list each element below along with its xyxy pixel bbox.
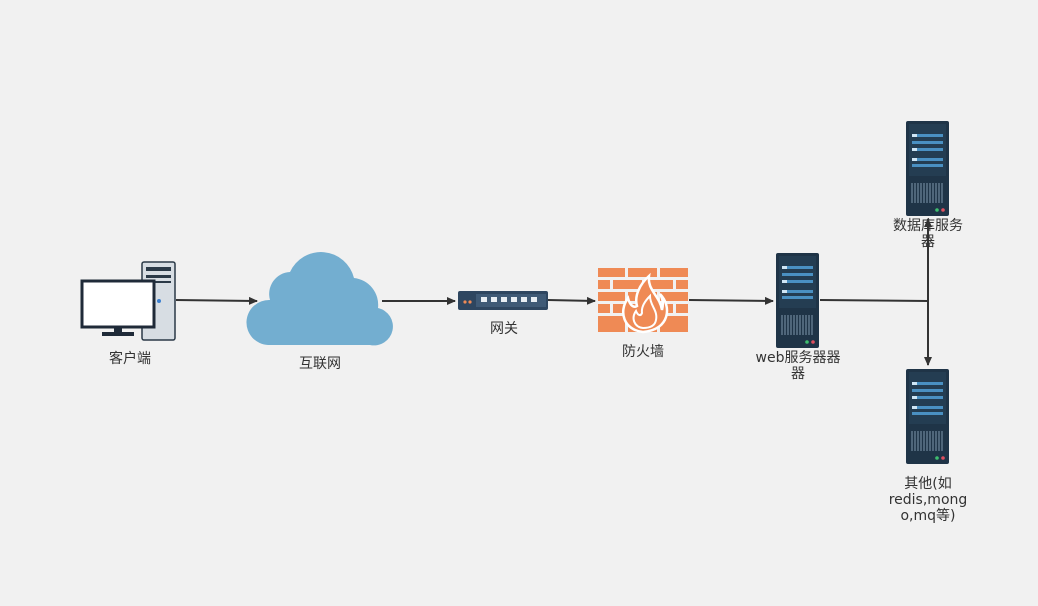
edge-client-internet [175, 296, 258, 305]
client-label: 客户端 [109, 351, 151, 367]
switch-icon [458, 291, 548, 310]
db-server-label-line2: 器 [921, 234, 935, 250]
other-server-label-line2: redis,mong [888, 492, 968, 508]
server-icon [776, 253, 819, 348]
desktop-pc-icon [80, 261, 176, 341]
db-server-label: 数据库服务 器 [878, 218, 978, 250]
other-server-label-line3: o,mq等) [900, 508, 956, 524]
edge-gateway-firewall [547, 296, 596, 305]
edge-webserver-junction [819, 299, 929, 302]
server-icon [906, 121, 949, 216]
web-server-label-line1: web服务器器 [755, 350, 841, 366]
server-icon [906, 369, 949, 464]
firewall-label: 防火墙 [622, 344, 664, 360]
firewall-icon [598, 268, 688, 334]
internet-label: 互联网 [299, 356, 341, 372]
other-server-label: 其他(如 redis,mong o,mq等) [873, 476, 983, 524]
web-server-label: web服务器器 器 [750, 350, 846, 382]
gateway-label: 网关 [490, 321, 518, 337]
db-server-label-line1: 数据库服务 [893, 218, 963, 234]
web-server-label-line2: 器 [791, 366, 805, 382]
edge-firewall-webserver [688, 296, 774, 305]
cloud-icon [246, 252, 393, 346]
other-server-label-line1: 其他(如 [904, 476, 952, 492]
